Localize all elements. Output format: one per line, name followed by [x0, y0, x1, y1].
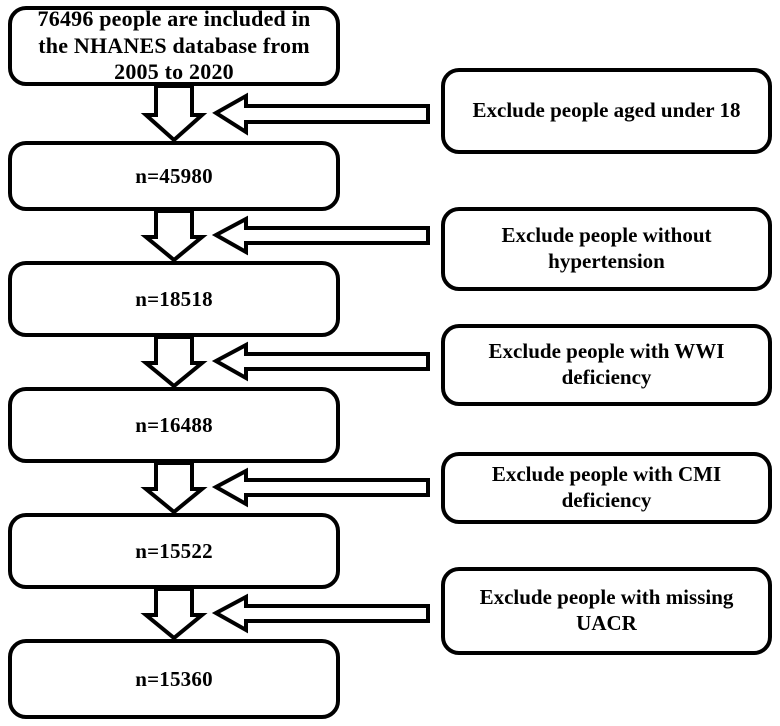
down-block-arrow-icon	[140, 209, 208, 263]
connector-group-1	[0, 209, 440, 263]
cohort-label-3: n=16488	[135, 412, 213, 437]
left-block-arrow-icon	[211, 593, 430, 634]
cohort-label-4: n=15522	[135, 538, 213, 563]
cohort-box-4: n=15522	[8, 513, 340, 589]
left-block-arrow-icon	[211, 467, 430, 508]
connector-group-3	[0, 461, 440, 515]
exclusion-label-0: Exclude people aged under 18	[472, 98, 741, 123]
connector-group-4	[0, 587, 440, 641]
cohort-box-0: 76496 people are included in the NHANES …	[8, 6, 340, 86]
cohort-label-1: n=45980	[135, 163, 213, 188]
left-block-arrow-icon	[211, 215, 430, 256]
down-block-arrow-icon	[140, 461, 208, 515]
connector-group-0	[0, 84, 440, 143]
connector-group-2	[0, 335, 440, 389]
down-block-arrow-icon	[140, 335, 208, 389]
cohort-box-3: n=16488	[8, 387, 340, 463]
exclusion-label-2: Exclude people with WWI deficiency	[488, 339, 725, 389]
exclusion-label-1: Exclude people without hypertension	[501, 223, 712, 273]
exclusion-box-2: Exclude people with WWI deficiency	[441, 324, 772, 406]
exclusion-label-3: Exclude people with CMI deficiency	[491, 462, 722, 512]
exclusion-label-4: Exclude people with missing UACR	[479, 585, 734, 635]
down-block-arrow-icon	[140, 587, 208, 641]
cohort-box-2: n=18518	[8, 261, 340, 337]
cohort-label-0: 76496 people are included in the NHANES …	[37, 6, 311, 85]
exclusion-box-0: Exclude people aged under 18	[441, 68, 772, 154]
cohort-label-5: n=15360	[135, 666, 213, 691]
down-block-arrow-icon	[140, 84, 208, 143]
left-block-arrow-icon	[211, 341, 430, 382]
cohort-label-2: n=18518	[135, 286, 213, 311]
exclusion-box-4: Exclude people with missing UACR	[441, 567, 772, 655]
cohort-box-1: n=45980	[8, 141, 340, 211]
exclusion-box-1: Exclude people without hypertension	[441, 207, 772, 291]
exclusion-box-3: Exclude people with CMI deficiency	[441, 452, 772, 524]
cohort-box-5: n=15360	[8, 639, 340, 719]
left-block-arrow-icon	[212, 92, 430, 136]
